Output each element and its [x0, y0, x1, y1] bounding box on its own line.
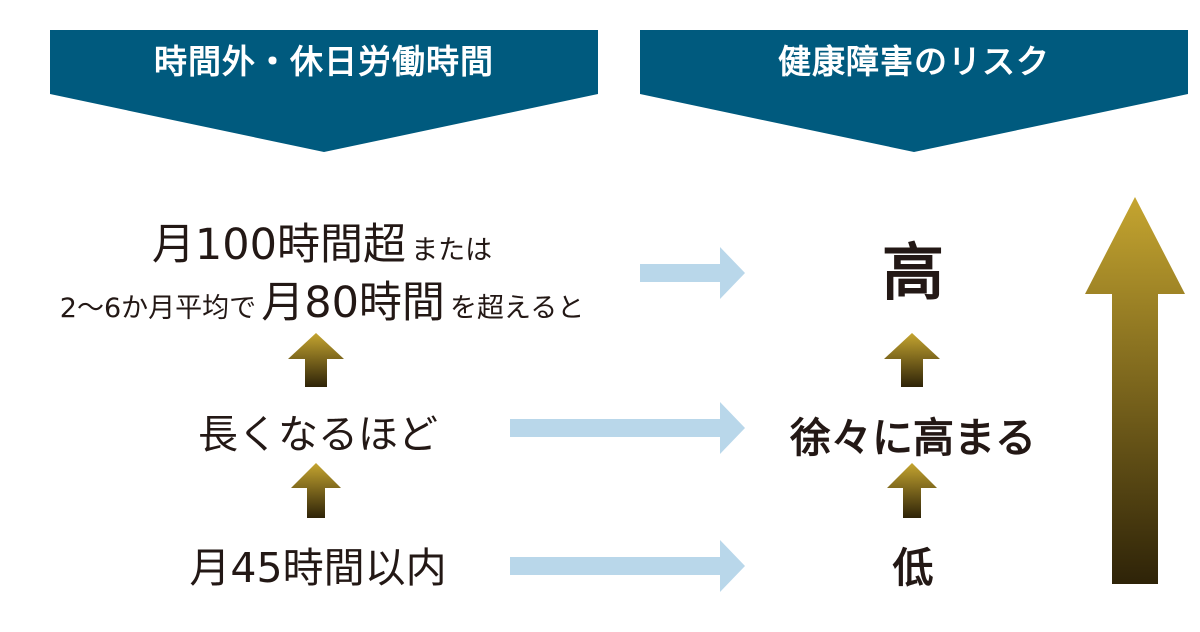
- hours-row-over-100: 月100時間超 または: [152, 210, 492, 272]
- risk-rising-label: 徐々に高まる: [790, 414, 1036, 462]
- hours-header-title: 時間外・休日労働時間: [154, 42, 494, 81]
- hours-80-label: 月80時間: [261, 278, 445, 328]
- hours-row-avg-80: 2〜6か月平均で 月80時間 を超えると: [60, 268, 584, 330]
- hours-or-label: または: [411, 235, 493, 266]
- arrow-right-icon-middle: [510, 402, 745, 454]
- arrow-up-icon-left-lower: [291, 463, 341, 518]
- hours-within-45-label: 月45時間以内: [189, 544, 447, 592]
- arrow-up-icon-right-upper: [884, 333, 940, 387]
- hours-avg-prefix: 2〜6か月平均で: [59, 293, 257, 324]
- arrow-up-icon-right-lower: [887, 463, 937, 518]
- arrow-up-icon-large: [1085, 197, 1185, 584]
- hours-longer-label: 長くなるほど: [198, 412, 438, 458]
- hours-exceed-suffix: を超えると: [450, 293, 585, 324]
- hours-over-100-label: 月100時間超: [151, 220, 406, 270]
- arrow-right-icon-bottom: [510, 540, 745, 592]
- arrow-right-icon-top: [640, 247, 745, 299]
- arrow-up-icon-left-upper: [288, 333, 344, 387]
- risk-low-label: 低: [892, 544, 934, 592]
- risk-header-title: 健康障害のリスク: [778, 42, 1050, 81]
- risk-high-label: 高: [881, 236, 945, 309]
